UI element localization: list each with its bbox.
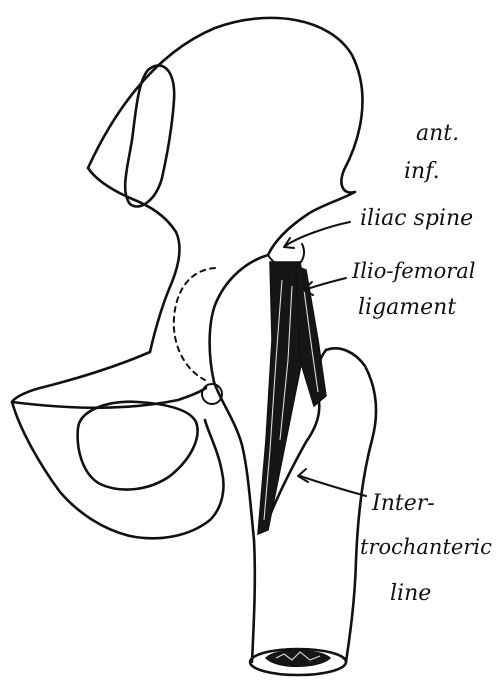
label-trochanteric: trochanteric — [360, 535, 492, 559]
intertrochanteric-pointer — [300, 476, 366, 496]
label-ant: ant. — [416, 121, 459, 146]
label-ilio-femoral: Ilio-femoral — [351, 259, 476, 283]
femur-medial-edge — [214, 382, 255, 662]
ilium-outline — [88, 18, 362, 382]
femur-lateral-edge — [326, 348, 376, 662]
ischium-outline — [12, 402, 224, 538]
label-line: line — [390, 581, 431, 606]
label-iliac-spine: iliac spine — [360, 206, 473, 231]
iliac-window — [125, 65, 174, 206]
obturator-foramen — [78, 402, 198, 490]
iliac-spine-pointer — [285, 222, 350, 246]
label-inf: inf. — [404, 159, 440, 184]
femoral-head-dashed — [174, 268, 215, 380]
label-inter: Inter- — [371, 491, 435, 516]
ilium-posterior-edge — [12, 168, 179, 402]
intertrochanteric-arrowhead — [298, 469, 308, 482]
femur-marrow — [266, 651, 330, 667]
label-ligament: ligament — [358, 295, 456, 320]
